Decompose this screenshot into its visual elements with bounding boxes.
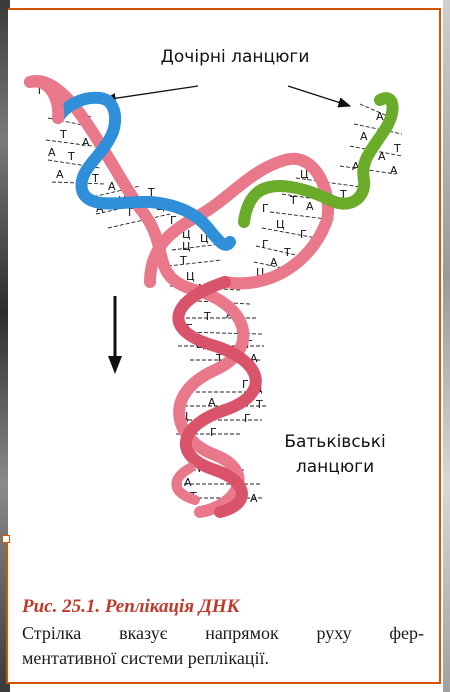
svg-text:А: А — [184, 476, 192, 489]
svg-text:Г: Г — [244, 412, 251, 425]
pointer-arrow-right — [288, 86, 350, 106]
pointer-arrow-left — [104, 86, 198, 100]
svg-text:Т: Т — [203, 310, 211, 323]
parent-strands-label-2: ланцюги — [296, 457, 374, 477]
caption-line-1: Стрілка вказує напрямок руху фер- — [22, 621, 424, 646]
svg-text:А: А — [250, 492, 258, 505]
svg-text:А: А — [390, 164, 398, 177]
daughter-strands-label: Дочірні ланцюги — [161, 47, 310, 67]
svg-text:Т: Т — [67, 150, 75, 163]
svg-text:А: А — [108, 180, 116, 193]
svg-text:А: А — [360, 130, 368, 143]
parent-strands-label-1: Батьківські — [284, 432, 385, 452]
svg-text:Г: Г — [300, 228, 307, 241]
svg-text:Т: Т — [393, 142, 401, 155]
svg-text:А: А — [306, 200, 314, 213]
svg-text:Т: Т — [91, 172, 99, 185]
svg-text:А: А — [82, 136, 90, 149]
svg-text:А: А — [48, 146, 56, 159]
svg-text:А: А — [56, 168, 64, 181]
svg-text:Г: Г — [262, 202, 269, 215]
parent-strand-1 — [30, 81, 243, 512]
svg-text:Ц: Ц — [186, 270, 195, 283]
svg-text:А: А — [270, 256, 278, 269]
svg-text:Г: Г — [262, 238, 269, 251]
svg-text:Г: Г — [210, 426, 217, 439]
figure-caption-title: Рис. 25.1. Реплікація ДНК — [22, 596, 240, 618]
svg-text:Т: Т — [179, 254, 187, 267]
caption-line-2: ментативної системи реплікації. — [22, 646, 424, 671]
svg-text:А: А — [378, 150, 386, 163]
svg-text:А: А — [208, 396, 216, 409]
svg-text:Т: Т — [255, 398, 263, 411]
svg-text:Т: Т — [283, 246, 291, 259]
svg-text:А: А — [376, 110, 384, 123]
svg-text:Т: Т — [289, 194, 297, 207]
svg-text:Ц: Ц — [182, 240, 191, 253]
svg-text:Ц: Ц — [276, 218, 285, 231]
svg-text:Т: Т — [59, 128, 67, 141]
figure-caption-body: Стрілка вказує напрямок руху фер- ментат… — [22, 621, 424, 671]
